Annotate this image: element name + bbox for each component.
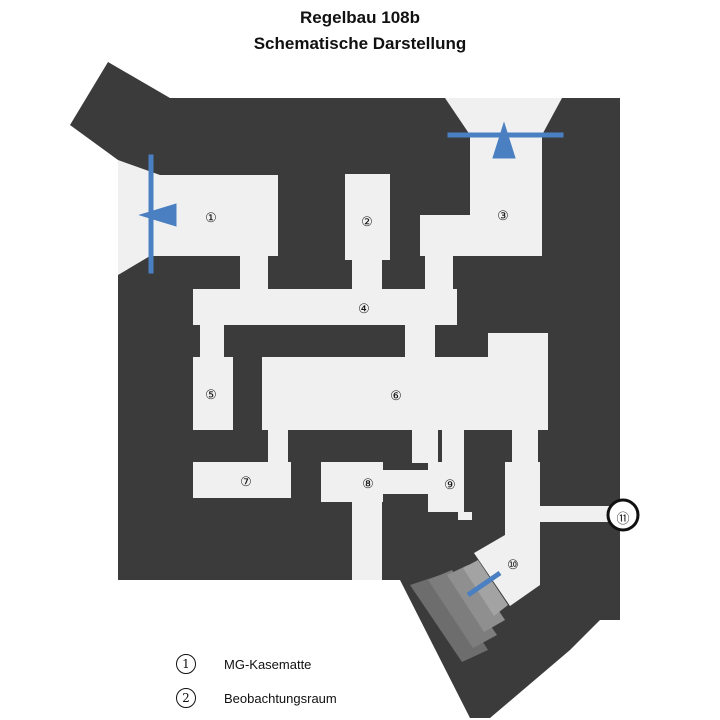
room-6-area [262, 333, 548, 430]
diagram-title: Regelbau 108b [300, 8, 420, 27]
room-4-link-a [240, 256, 268, 290]
room-8-link [412, 429, 438, 463]
embrasure-3-arrow [492, 121, 516, 159]
room-4-area [193, 289, 457, 325]
legend-num-1: 1 [176, 654, 196, 674]
room-1-area [118, 160, 278, 275]
room-number-9: ⑨ [444, 478, 456, 493]
step-3 [447, 565, 505, 632]
entrance-steps [410, 560, 508, 662]
room-number-5: ⑤ [205, 388, 217, 403]
legend-item-1: 1 MG-Kasematte [176, 654, 311, 674]
room-5-link [200, 324, 224, 359]
legend-label-1: MG-Kasematte [224, 656, 312, 672]
room-8-stem [352, 500, 382, 580]
room-number-10: ⑩ [507, 558, 519, 573]
step-2 [428, 570, 497, 648]
room-8-9-link [382, 470, 432, 494]
legend-label-2: Beobachtungsraum [224, 690, 337, 706]
room-9-link [442, 429, 464, 465]
room-number-7: ⑦ [240, 475, 252, 490]
room-2-area [345, 174, 390, 260]
room-number-4: ④ [358, 302, 370, 317]
room-5-area [193, 357, 233, 430]
room-6-link [405, 324, 435, 359]
room-4-link-b [352, 258, 382, 290]
rooms [118, 98, 620, 606]
room-number-2: ② [361, 215, 373, 230]
legend-item-2: 2 Beobachtungsraum [176, 688, 337, 708]
room-9-area [428, 462, 472, 520]
room-number-11: ⑪ [616, 512, 629, 527]
room-number-3: ③ [497, 209, 509, 224]
room-4-link-c [425, 256, 453, 290]
embrasures [138, 121, 564, 598]
corridor-10-link [512, 429, 538, 463]
step-4 [463, 560, 508, 616]
room-11-ring [606, 498, 640, 532]
room-labels: ① ② ③ ④ ⑤ ⑥ ⑦ ⑧ ⑨ ⑩ ⑪ [205, 209, 629, 573]
room-7-link [268, 429, 288, 463]
room-10-area [474, 462, 540, 606]
room-8-area [321, 462, 383, 502]
embrasure-10-line [466, 570, 502, 598]
legend-num-2: 2 [176, 688, 196, 708]
room-number-8: ⑧ [362, 477, 374, 492]
room-number-1: ① [205, 211, 217, 226]
room-number-6: ⑥ [390, 389, 402, 404]
room-7-area [193, 462, 291, 498]
diagram-subtitle: Schematische Darstellung [253, 34, 467, 53]
embrasure-1-arrow [138, 203, 177, 227]
corridor-11 [540, 506, 620, 522]
